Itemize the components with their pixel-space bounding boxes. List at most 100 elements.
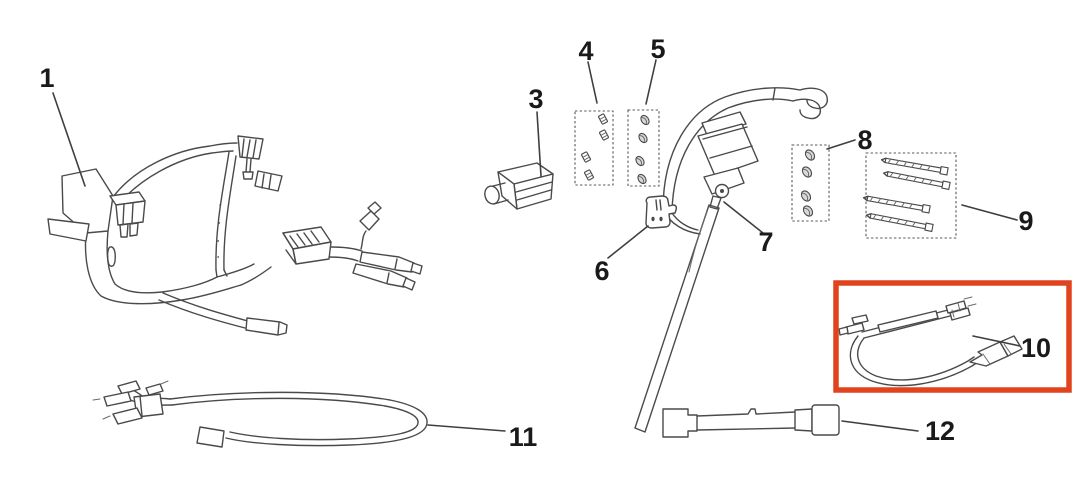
screw-icon bbox=[581, 151, 591, 163]
harness-fuse-box bbox=[282, 232, 297, 265]
clip-hole bbox=[659, 216, 663, 222]
connector-detail bbox=[277, 322, 280, 335]
leader-line-9 bbox=[961, 204, 1018, 221]
part-9-bolt-kit bbox=[862, 152, 957, 239]
left-plug bbox=[662, 408, 698, 438]
connector-pins bbox=[119, 222, 139, 238]
left-plug bbox=[851, 314, 869, 325]
handlebar-hook-end bbox=[792, 98, 822, 120]
screw-icon bbox=[584, 169, 594, 181]
clip-body bbox=[645, 195, 678, 229]
bolt-icon bbox=[880, 157, 949, 176]
rivet-icon bbox=[804, 149, 816, 161]
harness-branch-tip bbox=[402, 277, 416, 291]
leader-line-11 bbox=[427, 424, 506, 432]
harness-dots bbox=[217, 204, 222, 258]
plug-detail bbox=[982, 343, 1012, 365]
harness-slot bbox=[106, 246, 116, 267]
part-label-11: 11 bbox=[509, 422, 538, 452]
kit-box-5 bbox=[627, 109, 660, 187]
cable-sleeve-section bbox=[877, 310, 939, 333]
connector-detail bbox=[122, 202, 134, 225]
leader-line-8 bbox=[826, 139, 856, 150]
rivet-icon bbox=[637, 173, 647, 185]
loop-wire bbox=[849, 335, 979, 387]
loop-cable-outer bbox=[169, 391, 428, 447]
connector-detail bbox=[241, 138, 257, 159]
part-label-12: 12 bbox=[925, 416, 955, 446]
harness-stub-wire bbox=[360, 230, 367, 250]
harness-tail-wire bbox=[158, 292, 249, 329]
leader-line-3 bbox=[536, 111, 542, 177]
cluster-wire-tips bbox=[92, 380, 169, 420]
leader-line-6 bbox=[607, 225, 649, 259]
part-8-rivet-kit bbox=[791, 144, 830, 222]
cable-body bbox=[696, 408, 796, 417]
part-label-7: 7 bbox=[758, 227, 773, 257]
harness-bundle-wire bbox=[223, 155, 237, 271]
rivet-icon bbox=[635, 155, 645, 167]
connector-detail bbox=[386, 272, 390, 284]
leader-line-7 bbox=[723, 201, 764, 234]
leader-line-1 bbox=[52, 92, 86, 187]
pivot-bolt-center bbox=[720, 189, 724, 193]
highlight-box-part-10 bbox=[833, 280, 1072, 393]
housing-detail bbox=[702, 126, 753, 159]
rivet-icon bbox=[638, 132, 648, 144]
loop-end-connector bbox=[196, 426, 225, 448]
kit-box-8 bbox=[791, 144, 830, 222]
relay-cylinder-link bbox=[492, 182, 509, 205]
right-plug-head bbox=[999, 335, 1023, 357]
connector-detail bbox=[394, 258, 398, 270]
part-5-rivet-kit bbox=[627, 109, 660, 187]
clip-slot bbox=[655, 199, 662, 211]
harness-connector-block bbox=[115, 200, 146, 226]
throttle-cable bbox=[688, 211, 708, 273]
harness-stub-tip bbox=[367, 201, 382, 215]
leader-line-12 bbox=[841, 420, 919, 432]
connector-foot bbox=[242, 171, 254, 180]
part-6-clip-drawing bbox=[645, 195, 678, 229]
part-label-1: 1 bbox=[39, 63, 54, 93]
pivot-bracket bbox=[703, 167, 745, 195]
harness-bundle-wire bbox=[215, 151, 230, 271]
connector-stem bbox=[245, 158, 252, 173]
clip-hole bbox=[651, 216, 655, 222]
part-label-3: 3 bbox=[528, 84, 543, 114]
switch-housing-body bbox=[697, 123, 759, 177]
connector-detail bbox=[261, 173, 272, 190]
harness-right-wire bbox=[328, 246, 363, 262]
part-1-wiring-harness-drawing bbox=[47, 135, 423, 336]
leader-line-10 bbox=[972, 335, 1021, 347]
prong-tips bbox=[951, 296, 977, 318]
part-7-handle-assembly-drawing bbox=[634, 87, 829, 433]
harness-top-wire bbox=[116, 150, 234, 207]
left-plug bbox=[845, 322, 865, 335]
right-plug-head bbox=[811, 404, 840, 436]
harness-flag-connector bbox=[61, 168, 114, 234]
harness-top-wire bbox=[112, 142, 238, 198]
loop-cable-inner bbox=[171, 397, 419, 441]
relay-side-face bbox=[497, 171, 518, 210]
right-prong-connector bbox=[949, 307, 971, 321]
leader-line-5 bbox=[645, 59, 657, 105]
relay-ridges bbox=[515, 181, 553, 201]
cluster-flag-connector bbox=[103, 391, 132, 407]
part-12-extension-cable-drawing bbox=[662, 404, 840, 438]
bolt-icon bbox=[865, 213, 934, 233]
loop-wire bbox=[856, 337, 975, 381]
rivet-icon bbox=[800, 190, 812, 202]
left-plug-tip bbox=[838, 326, 849, 336]
part-label-10: 10 bbox=[1021, 333, 1051, 363]
rivet-icon bbox=[802, 205, 814, 217]
bolt-icon bbox=[862, 195, 931, 214]
part-10-cable-drawing bbox=[838, 296, 1023, 387]
rivet-icon bbox=[640, 114, 650, 126]
tiller-tube bbox=[634, 204, 720, 433]
part-label-8: 8 bbox=[857, 125, 872, 155]
bolt-icon bbox=[882, 171, 951, 191]
harness-body-outline bbox=[84, 232, 242, 305]
harness-body-outline bbox=[106, 230, 218, 294]
handlebar-hook-end bbox=[799, 87, 829, 110]
